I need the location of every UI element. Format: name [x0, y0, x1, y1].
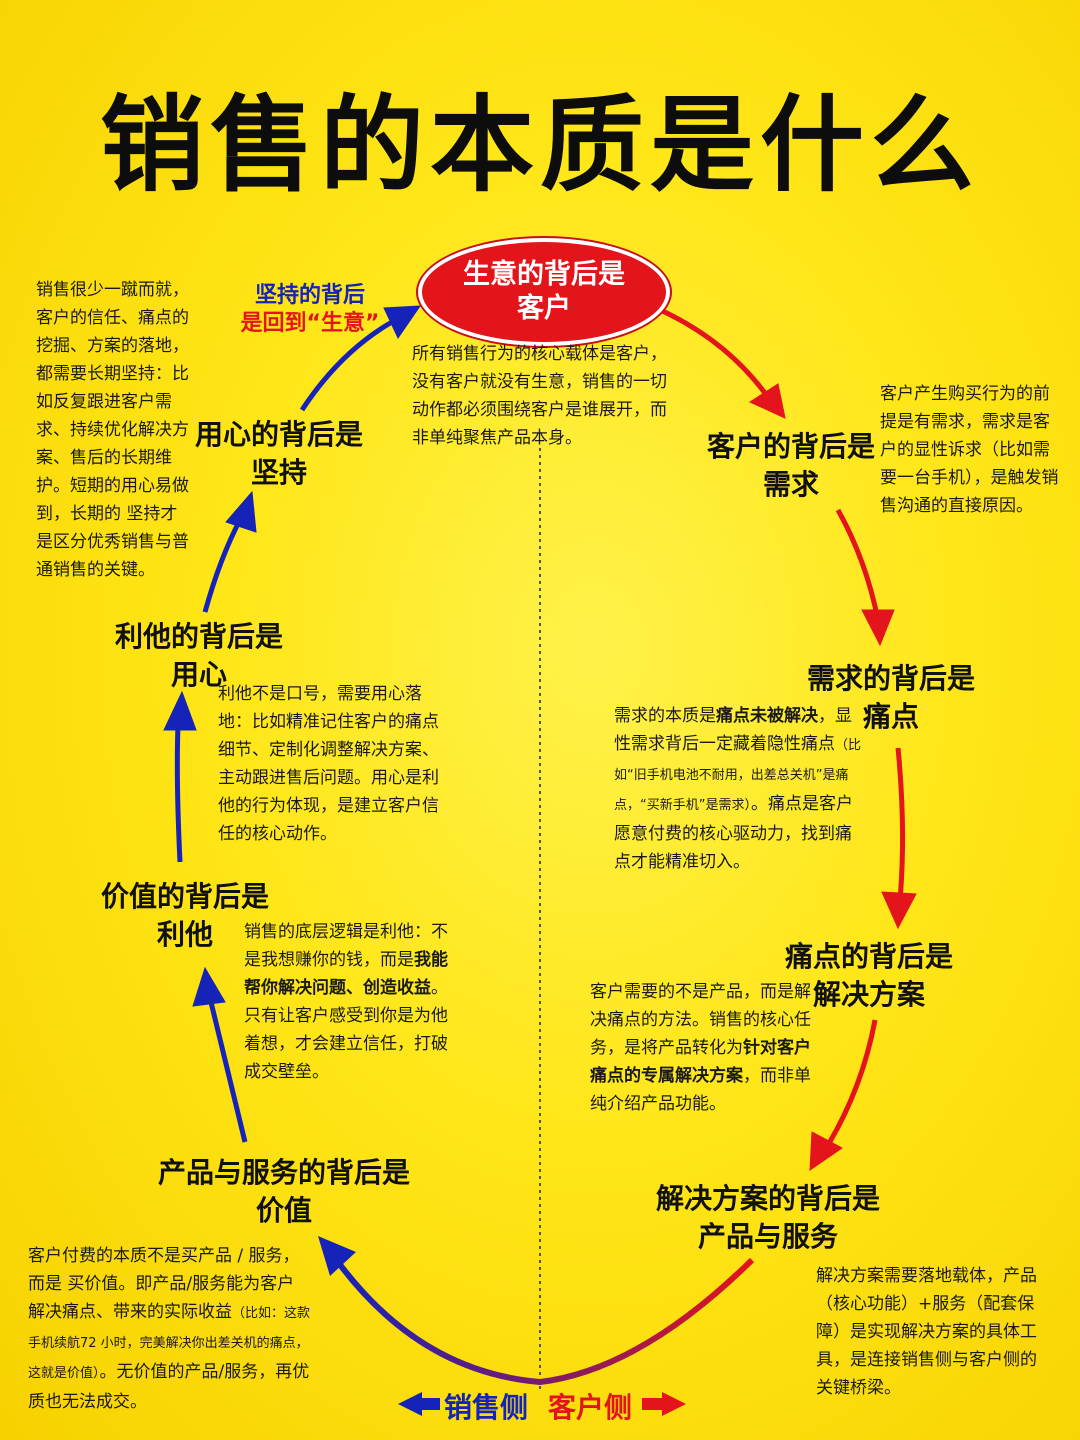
node-demand-line1: 需求的背后是: [806, 662, 975, 695]
node-attentive-line1: 用心的背后是: [194, 418, 363, 451]
desc-pain-bold: 针对客户痛点的专属解决方案: [590, 1038, 811, 1086]
node-attentive: 用心的背后是 坚持: [186, 416, 372, 492]
persist-note-line1: 坚持的背后: [254, 283, 365, 308]
desc-pain-text2: ，而非单纯介绍产品功能。: [590, 1066, 811, 1114]
node-product: 产品与服务的背后是 价值: [146, 1154, 422, 1230]
desc-value: 销售的底层逻辑是利他：不是我想赚你的钱，而是我能帮你解决问题、创造收益。只有让客…: [244, 918, 462, 1086]
desc-value-text2: 。只有让客户感受到你是为他着想，才会建立信任，打破成交壁垒。: [244, 978, 448, 1082]
desc-value-text1: 销售的底层逻辑是利他：不是我想赚你的钱，而是: [244, 922, 448, 970]
node-altruism-line1: 利他的背后是: [114, 620, 283, 653]
node-solution-line1: 解决方案的背后是: [655, 1182, 880, 1215]
persist-note: 坚持的背后 是回到“生意”: [240, 282, 380, 338]
desc-value-bold: 我能帮你解决问题、创造收益: [244, 950, 448, 998]
desc-altruism: 利他不是口号，需要用心落地：比如精准记住客户的痛点细节、定制化调整解决方案、主动…: [218, 684, 439, 844]
node-attentive-line2: 坚持: [250, 456, 307, 489]
node-product-line2: 价值: [255, 1194, 312, 1227]
desc-demand-text3: 。痛点是客户愿意付费的核心驱动力，找到痛点才能精准切入。: [614, 794, 853, 872]
node-altruism: 利他的背后是 用心: [106, 618, 292, 694]
customer-side-label: 客户侧: [548, 1391, 633, 1424]
center-desc: 所有销售行为的核心载体是客户，没有客户就没有生意，销售的一切动作都必须围绕客户是…: [412, 344, 667, 448]
node-customer-line1: 客户的背后是: [706, 430, 875, 463]
arrow-solution-to-product: [318, 1236, 755, 1386]
desc-product-text2: 。无价值的产品/服务，再优质也无法成交。: [28, 1362, 310, 1412]
node-solution: 解决方案的背后是 产品与服务: [640, 1180, 896, 1256]
center-node-line1: 生意的背后是: [463, 259, 625, 290]
center-node-line2: 客户: [517, 293, 571, 324]
arrow-value-to-altruism: [163, 690, 197, 863]
page-title: 销售的本质是什么: [99, 84, 980, 206]
node-pain-line1: 痛点的背后是: [784, 940, 953, 973]
arrow-demand-to-pain: [881, 747, 917, 930]
desc-product-example: （比如：这款手机续航72 小时，完美解决你出差关机的痛点，这就是价值）: [28, 1306, 311, 1381]
node-value-line1: 价值的背后是: [100, 880, 269, 913]
desc-attentive: 销售很少一蹴而就，客户的信任、痛点的挖掘、方案的落地，都需要长期坚持：比如反复跟…: [36, 280, 189, 580]
arrow-customer-to-demand: [835, 508, 895, 647]
node-demand: 需求的背后是 痛点: [798, 660, 984, 736]
desc-solution: 解决方案需要落地载体，产品（核心功能）+服务（配套保障）是实现解决方案的具体工具…: [816, 1266, 1037, 1398]
persist-note-line2: 是回到“生意”: [240, 311, 380, 336]
arrow-attentive-to-center: [299, 305, 421, 412]
arrow-center-to-customer: [654, 305, 786, 419]
desc-demand-bold: 痛点未被解决: [716, 706, 818, 726]
desc-product: 客户付费的本质不是买产品 / 服务，而是 买价值。即产品/服务能为客户解决痛点、…: [28, 1242, 310, 1416]
desc-demand-text1: 需求的本质是: [614, 706, 716, 726]
desc-pain: 客户需要的不是产品，而是解决痛点的方法。销售的核心任务，是将产品转化为针对客户痛…: [590, 978, 816, 1118]
center-node-business: 生意的背后是 客户: [418, 238, 670, 346]
node-value: 价值的背后是 利他: [92, 878, 278, 954]
node-pain: 痛点的背后是 解决方案: [776, 938, 962, 1014]
desc-product-text1: 客户付费的本质不是买产品 / 服务，而是 买价值。即产品/服务能为客户解决痛点、…: [28, 1246, 300, 1322]
sales-side-arrow: [398, 1392, 440, 1416]
node-pain-line2: 解决方案: [812, 978, 925, 1011]
arrow-pain-to-solution: [809, 1019, 878, 1171]
node-solution-line2: 产品与服务: [697, 1220, 838, 1253]
sales-side-label: 销售侧: [444, 1391, 529, 1424]
desc-demand-example: （比如“旧手机电池不耐用，出差总关机”是痛点，“买新手机”是需求）: [614, 738, 862, 813]
node-customer: 客户的背后是 需求: [700, 428, 882, 504]
customer-side-arrow: [642, 1392, 686, 1416]
desc-demand: 需求的本质是痛点未被解决，显性需求背后一定藏着隐性痛点（比如“旧手机电池不耐用，…: [614, 702, 864, 876]
desc-customer: 客户产生购买行为的前提是有需求，需求是客户的显性诉求（比如需要一台手机），是触发…: [880, 384, 1059, 516]
node-altruism-line2: 用心: [170, 658, 227, 691]
node-value-line2: 利他: [156, 918, 213, 951]
node-customer-line2: 需求: [762, 468, 819, 501]
node-demand-line2: 痛点: [862, 700, 919, 733]
desc-demand-text2: ，显性需求背后一定藏着隐性痛点: [614, 706, 852, 754]
desc-pain-text1: 客户需要的不是产品，而是解决痛点的方法。销售的核心任务，是将产品转化为: [590, 982, 811, 1058]
node-product-line1: 产品与服务的背后是: [157, 1156, 410, 1189]
arrow-altruism-to-attentive: [202, 490, 257, 613]
arrow-product-to-value: [192, 966, 248, 1143]
